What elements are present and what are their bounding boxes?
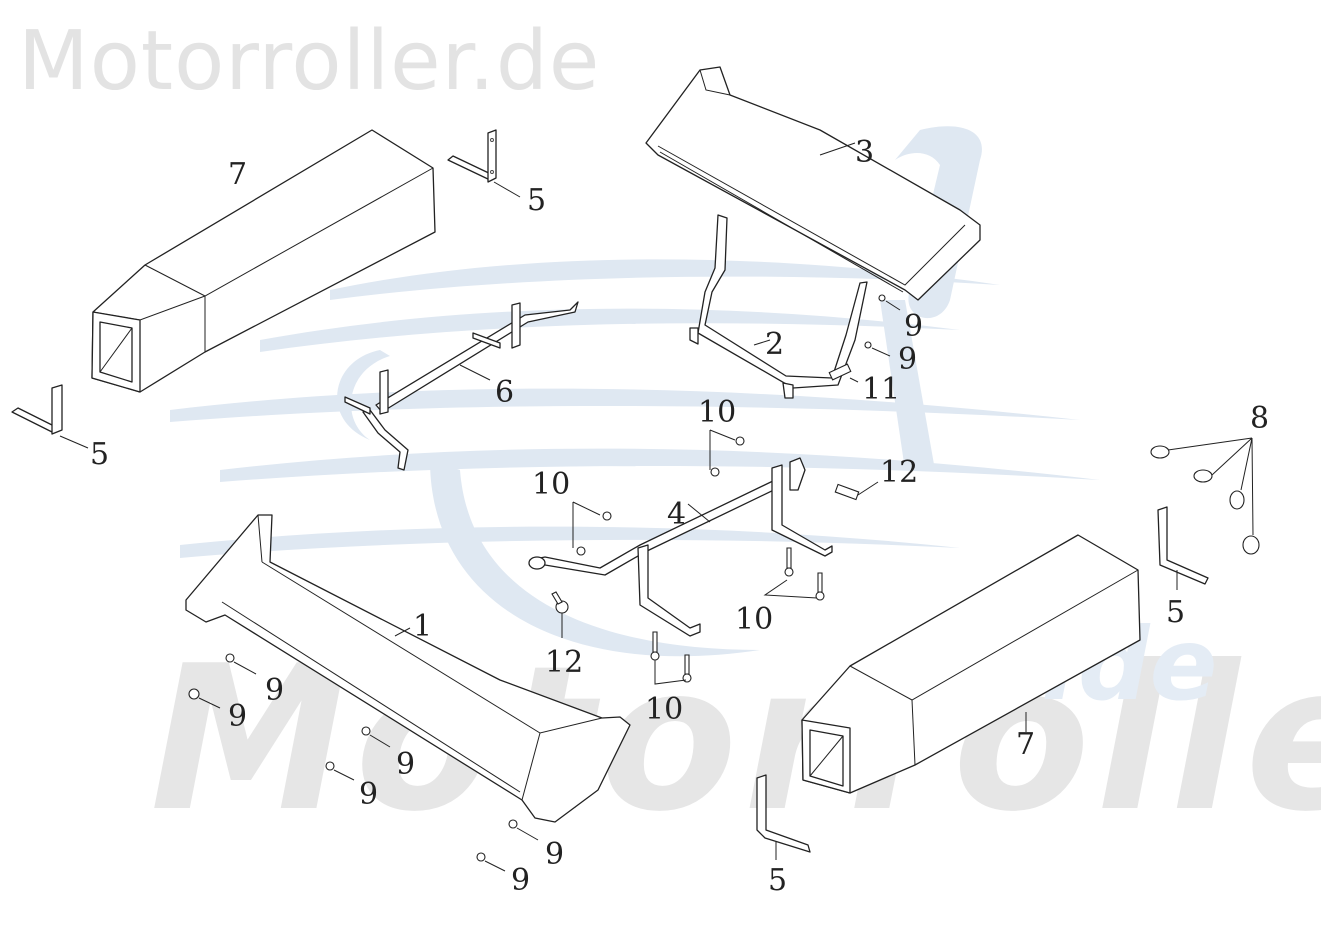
part-7-tube-cover-right [801, 534, 1141, 794]
part-5-bracket-left [11, 384, 89, 449]
callout-5: 5 [1166, 595, 1186, 630]
callout-4: 4 [667, 497, 687, 532]
part-6-crossbar [344, 301, 579, 471]
callout-6: 6 [495, 375, 515, 410]
callout-7: 7 [228, 157, 248, 192]
part-5-bracket-right [1157, 506, 1209, 590]
callout-9: 9 [396, 747, 416, 782]
callout-10: 10 [698, 395, 737, 430]
part-7-tube-cover-left [91, 129, 436, 393]
part-3-upper-spoiler [645, 66, 981, 301]
callout-9: 9 [359, 777, 379, 812]
callout-5: 5 [90, 437, 110, 472]
callout-1: 1 [413, 609, 433, 644]
watermark-top-text: Motorroller.de [18, 14, 601, 109]
callout-9: 9 [898, 342, 918, 377]
callout-2: 2 [765, 327, 785, 362]
callout-12: 12 [880, 455, 919, 490]
callout-9: 9 [511, 863, 531, 898]
part-5-bracket-top [447, 129, 521, 198]
callout-5: 5 [527, 183, 547, 218]
callout-10: 10 [735, 602, 774, 637]
part-1-lower-spoiler [185, 514, 631, 823]
callout-8: 8 [1250, 401, 1270, 436]
callout-9: 9 [228, 699, 248, 734]
part-8-nuts [1150, 437, 1260, 555]
callout-7: 7 [1016, 727, 1036, 762]
hardware-screws [188, 294, 901, 872]
callout-3: 3 [855, 135, 875, 170]
callout-5: 5 [768, 863, 788, 898]
callout-12: 12 [545, 645, 584, 680]
callout-11: 11 [862, 372, 901, 407]
callout-9: 9 [545, 837, 565, 872]
part-4-frame [528, 457, 833, 637]
callout-9: 9 [265, 673, 285, 708]
callout-10: 10 [532, 467, 571, 502]
callout-10: 10 [645, 692, 684, 727]
part-2-u-bracket [689, 214, 868, 399]
part-5-bracket-bottom [756, 774, 811, 860]
callout-9: 9 [904, 309, 924, 344]
